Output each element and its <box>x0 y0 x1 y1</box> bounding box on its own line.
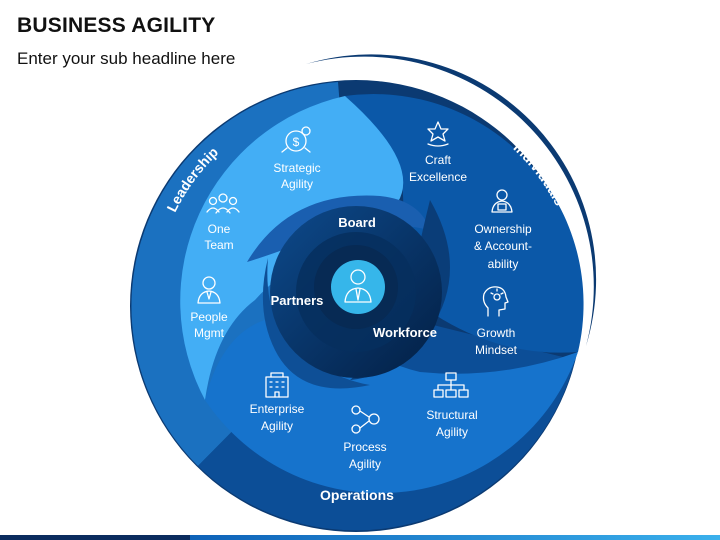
growth-mindset-line2: Mindset <box>475 343 518 357</box>
growth-mindset-line1: Growth <box>477 326 516 340</box>
process-agility-line2: Agility <box>349 457 381 471</box>
ownership-line2: & Account- <box>474 239 532 253</box>
craft-excellence-line1: Craft <box>425 153 452 167</box>
enterprise-agility-line1: Enterprise <box>250 402 305 416</box>
gears-process-icon <box>351 405 380 434</box>
svg-text:$: $ <box>293 135 300 149</box>
org-chart-icon <box>433 372 469 398</box>
businessman-icon <box>344 269 372 303</box>
item-people-mgmt: People Mgmt <box>190 276 228 340</box>
center-person <box>331 260 385 314</box>
person-badge-icon <box>491 189 513 213</box>
item-process-agility: Process Agility <box>343 405 387 471</box>
people-mgmt-line1: People <box>190 310 228 324</box>
board-label: Board <box>338 215 376 230</box>
structural-agility-line1: Structural <box>426 408 477 422</box>
strategic-agility-line2: Agility <box>281 177 313 191</box>
structural-agility-line2: Agility <box>436 425 468 439</box>
head-idea-icon <box>482 286 509 317</box>
item-craft-excellence: Craft Excellence <box>409 121 467 184</box>
center-circle <box>331 260 385 314</box>
footer-bar <box>0 535 720 540</box>
item-growth-mindset: Growth Mindset <box>475 286 518 357</box>
item-enterprise-agility: Enterprise Agility <box>250 372 305 433</box>
building-icon <box>265 372 289 398</box>
team-icon <box>206 193 240 214</box>
operations-label: Operations <box>320 487 394 503</box>
item-ownership: Ownership & Account- ability <box>474 189 532 271</box>
ownership-line1: Ownership <box>474 222 532 236</box>
people-mgmt-line2: Mgmt <box>194 326 225 340</box>
dollar-gear-icon: $ <box>281 126 311 153</box>
manager-icon <box>197 276 221 304</box>
craft-excellence-line2: Excellence <box>409 170 467 184</box>
footer-bar-gradient <box>190 535 720 540</box>
enterprise-agility-line2: Agility <box>261 419 293 433</box>
item-strategic-agility: $ Strategic Agility <box>273 126 321 191</box>
ownership-line3: ability <box>488 257 519 271</box>
one-team-line1: One <box>208 222 231 236</box>
partners-label: Partners <box>271 293 324 308</box>
footer-bar-dark <box>0 535 190 540</box>
page-title: BUSINESS AGILITY <box>17 14 216 37</box>
item-one-team: One Team <box>204 193 240 252</box>
page-subtitle: Enter your sub headline here <box>17 49 236 68</box>
one-team-line2: Team <box>204 238 233 252</box>
strategic-agility-line1: Strategic <box>273 161 320 175</box>
workforce-label: Workforce <box>373 325 437 340</box>
process-agility-line1: Process <box>343 440 386 454</box>
star-hand-icon <box>427 121 449 147</box>
item-structural-agility: Structural Agility <box>426 372 478 439</box>
